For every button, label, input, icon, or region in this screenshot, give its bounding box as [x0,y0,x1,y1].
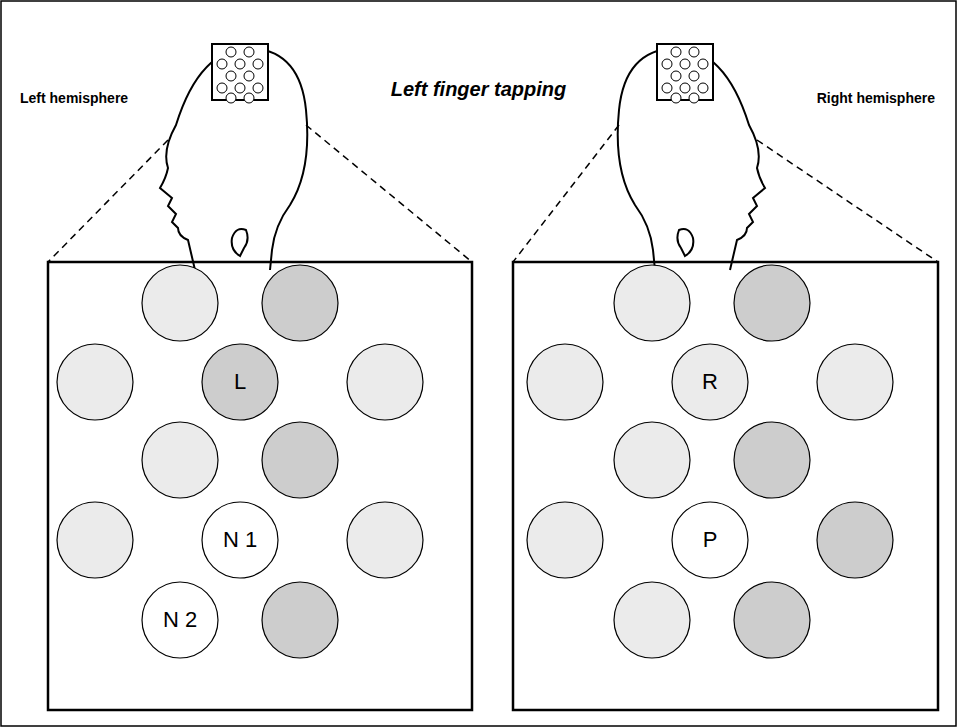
electrode-label: L [200,342,280,422]
electrode [527,344,603,420]
mini-electrode [689,47,699,57]
electrode [817,502,893,578]
mini-electrode [226,47,236,57]
electrode-circle: L [200,342,280,422]
mini-electrode [689,71,699,81]
mini-electrode [244,93,254,103]
mini-electrode [226,71,236,81]
mini-electrode [671,71,681,81]
electrode [734,422,810,498]
mini-electrode [680,83,690,93]
electrode [262,422,338,498]
electrode [347,344,423,420]
electrode [614,422,690,498]
mini-electrode [217,83,227,93]
head-right [513,44,938,710]
mini-electrode [671,47,681,57]
hemisphere-label: Right hemisphere [817,90,935,106]
mini-electrode [235,83,245,93]
electrode [57,502,133,578]
electrode [734,582,810,658]
electrode-label: N 2 [140,580,220,660]
electrode [262,582,338,658]
mini-electrode [680,59,690,69]
electrode [142,265,218,341]
electrode [817,344,893,420]
mini-electrode [671,93,681,103]
mini-electrode [217,59,227,69]
electrode [734,265,810,341]
electrode-circle: R [670,342,750,422]
electrode-circle: P [670,500,750,580]
electrode [614,265,690,341]
mini-electrode [235,59,245,69]
mini-electrode [689,93,699,103]
electrode [347,502,423,578]
head-left [48,44,472,710]
electrode [262,265,338,341]
mini-electrode [244,47,254,57]
mini-electrode [662,83,672,93]
mini-electrode [253,59,263,69]
mini-electrode [698,83,708,93]
electrode [57,344,133,420]
electrode-circle: N 1 [200,500,280,580]
electrode-grid [57,265,893,658]
mini-electrode [698,59,708,69]
electrode [614,582,690,658]
electrode-label: R [670,342,750,422]
mini-electrode [253,83,263,93]
electrode [527,502,603,578]
mini-electrode [226,93,236,103]
electrode [142,422,218,498]
electrode-label: N 1 [200,500,280,580]
mini-electrode [244,71,254,81]
electrode-label: P [670,500,750,580]
hemisphere-label: Left hemisphere [20,90,128,106]
mini-electrode [662,59,672,69]
electrode-circle: N 2 [140,580,220,660]
title: Left finger tapping [0,78,957,101]
